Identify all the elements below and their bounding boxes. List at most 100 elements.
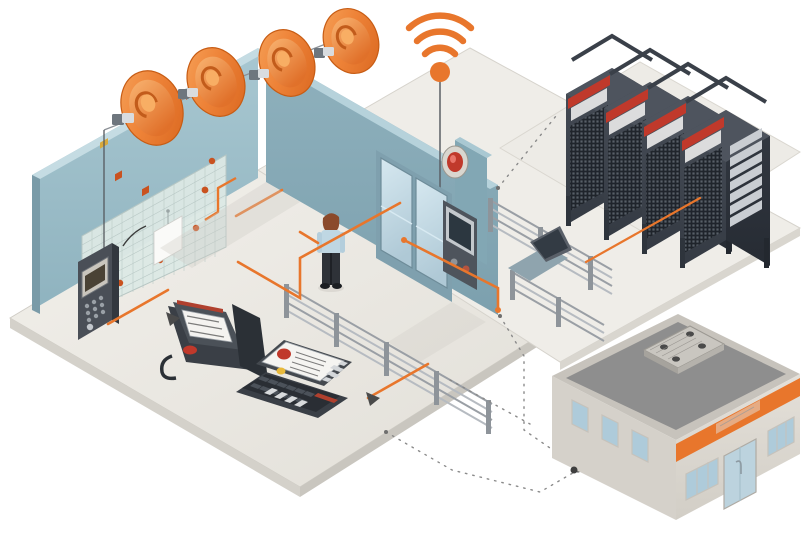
glass-leaf-right[interactable] [415, 176, 448, 290]
right-wall-top [258, 52, 498, 189]
cable-node-1 [495, 307, 501, 313]
branch-signage [716, 400, 760, 434]
wifi-arc-3-icon [405, 12, 475, 32]
person-torso [321, 230, 341, 255]
rack-2-mesh [608, 119, 646, 225]
wifi-beacon[interactable] [405, 12, 475, 218]
cable-run-3 [366, 362, 430, 400]
standing-technician [317, 213, 345, 292]
glass-sliding-doors[interactable] [376, 150, 452, 302]
dashed-link-branch-inner [449, 379, 531, 425]
arrow-2 [366, 392, 380, 406]
upper-floor-edge [560, 228, 800, 370]
rack-1-mesh [570, 105, 608, 211]
person-arm-right [340, 232, 345, 253]
console-phone-cord [159, 354, 177, 381]
dashed-link-to-branch-1 [499, 315, 577, 467]
console-phone-led-bar [177, 300, 223, 313]
rack-3-leg-l [642, 224, 647, 254]
branch-left-windows [571, 399, 649, 463]
rack-1-handle [570, 33, 654, 62]
control-panel-keypad[interactable] [84, 295, 106, 331]
branch-corner-node [570, 466, 578, 474]
dashed-link-to-branch-2 [385, 431, 579, 493]
satellite-dish-2[interactable] [178, 40, 255, 125]
back-wall-left-edge [32, 175, 40, 314]
wifi-dot-icon [430, 62, 450, 82]
rack-4[interactable] [680, 75, 770, 268]
person-hair [322, 213, 340, 230]
rack-4-accent [682, 117, 724, 151]
rack-3-accent [644, 103, 686, 137]
dish-mount-4 [314, 47, 334, 58]
rack-4-leg-l [680, 238, 685, 268]
satellite-dish-1[interactable] [111, 62, 193, 154]
wall-control-panel[interactable] [78, 243, 119, 340]
cable-run-7 [234, 188, 284, 218]
laptop[interactable] [508, 226, 572, 281]
rack-4-handle [684, 75, 768, 104]
console-keyboard-whitekeys [264, 388, 308, 407]
floor-shadows [160, 182, 486, 362]
console-keyboard-keys-area[interactable] [242, 374, 340, 412]
branch-hvac-unit [642, 325, 726, 374]
panel-orange-cable [204, 176, 237, 222]
rack-2-handle [608, 47, 692, 76]
kiosk-terminal[interactable] [443, 200, 477, 290]
branch-roof-inner [566, 322, 786, 430]
wifi-arc-1-icon [421, 44, 459, 58]
branch-front-windows [685, 415, 795, 501]
laptop-screen [533, 229, 568, 259]
dish-mount-1 [112, 113, 134, 125]
cable-run-2 [236, 201, 402, 301]
glass-leaf-left[interactable] [380, 156, 413, 270]
rack-4-leg-r [764, 238, 769, 268]
alarm-beacon[interactable] [441, 145, 469, 179]
rack-1-accent [568, 75, 610, 109]
rack-2-accent [606, 89, 648, 123]
panel-cable [122, 225, 147, 247]
satellite-dish-4[interactable] [314, 1, 387, 81]
console-phone-handset[interactable] [232, 304, 268, 380]
dish-mount-2 [178, 88, 198, 99]
console-sidekeys[interactable] [322, 361, 348, 382]
dashed-link-paths [385, 115, 579, 493]
satellite-dish-3[interactable] [250, 22, 324, 104]
kiosk-screen[interactable] [449, 212, 471, 251]
console-phone-button[interactable] [183, 345, 197, 355]
rack-2-label [609, 102, 645, 135]
dish-mount-3 [249, 69, 269, 80]
cable-node-2 [401, 237, 407, 243]
console-keyboard[interactable] [236, 340, 352, 418]
branch-entrance-door[interactable] [723, 438, 757, 510]
rack-4-label [685, 130, 721, 163]
door-pilaster-top [455, 137, 492, 158]
control-panel-screen-inner [85, 264, 105, 292]
console-screen-text [289, 351, 327, 377]
cable-arrowheads [166, 237, 501, 406]
rack-1-leg-l [566, 196, 571, 226]
rack-4-slots [730, 128, 762, 227]
console-screen-warning-icon [276, 367, 286, 375]
rack-4-mesh [684, 147, 722, 253]
main-floor-edge-right [300, 330, 548, 497]
console-screen-logo [277, 348, 291, 360]
rack-3-handle [646, 61, 730, 90]
panel-device-box [153, 209, 183, 266]
console-phone-display-lines [186, 315, 225, 338]
console-phone[interactable] [159, 300, 268, 381]
rack-1-label [571, 88, 607, 121]
railing-segment-right [510, 270, 605, 342]
arrow-1 [166, 312, 180, 326]
main-floor-edge [10, 318, 300, 497]
cable-run-1 [106, 288, 170, 326]
cable-run-5 [298, 230, 320, 245]
branch-office-building[interactable] [520, 314, 800, 520]
antenna-array[interactable] [103, 1, 388, 262]
cable-run-4 [402, 238, 500, 312]
rack-3-label [647, 116, 683, 149]
server-rack-row[interactable] [566, 33, 770, 268]
cable-run-6 [584, 196, 702, 264]
